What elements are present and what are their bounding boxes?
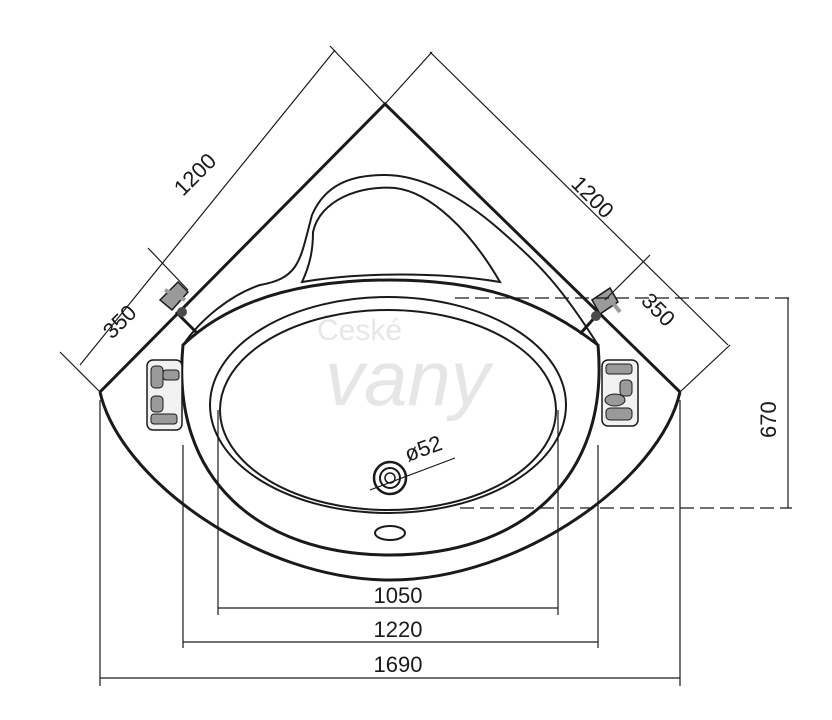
inner-width-label: 1050 — [374, 583, 423, 608]
right-faucet-icon — [601, 359, 639, 427]
inner-basin-edge — [209, 296, 567, 514]
dimension-bath-width — [182, 445, 599, 648]
drain — [369, 457, 456, 496]
bathtub-rim — [180, 173, 601, 557]
overall-width-label: 1690 — [374, 652, 423, 677]
watermark-line2: vany — [325, 334, 494, 422]
left-faucet-icon — [146, 359, 183, 431]
depth-label: 670 — [756, 401, 781, 438]
inner-basin — [219, 309, 557, 511]
offset-left-label: 350 — [98, 300, 142, 344]
side-left-label: 1200 — [169, 148, 221, 200]
dimension-side-right — [384, 51, 731, 393]
headrest — [300, 186, 502, 284]
watermark-line1: České — [317, 313, 402, 347]
right-bracket-icon — [578, 286, 622, 335]
dimension-side-left — [59, 45, 386, 393]
offset-right-label: 350 — [636, 288, 680, 332]
dimension-overall-width — [99, 400, 681, 686]
left-bracket-icon — [158, 280, 198, 334]
overflow — [374, 525, 406, 541]
side-right-label: 1200 — [566, 171, 618, 223]
dimension-inner-width — [217, 410, 559, 615]
bath-width-label: 1220 — [374, 617, 423, 642]
dimension-depth — [455, 297, 792, 509]
drain-diameter-label: ø52 — [401, 430, 445, 466]
